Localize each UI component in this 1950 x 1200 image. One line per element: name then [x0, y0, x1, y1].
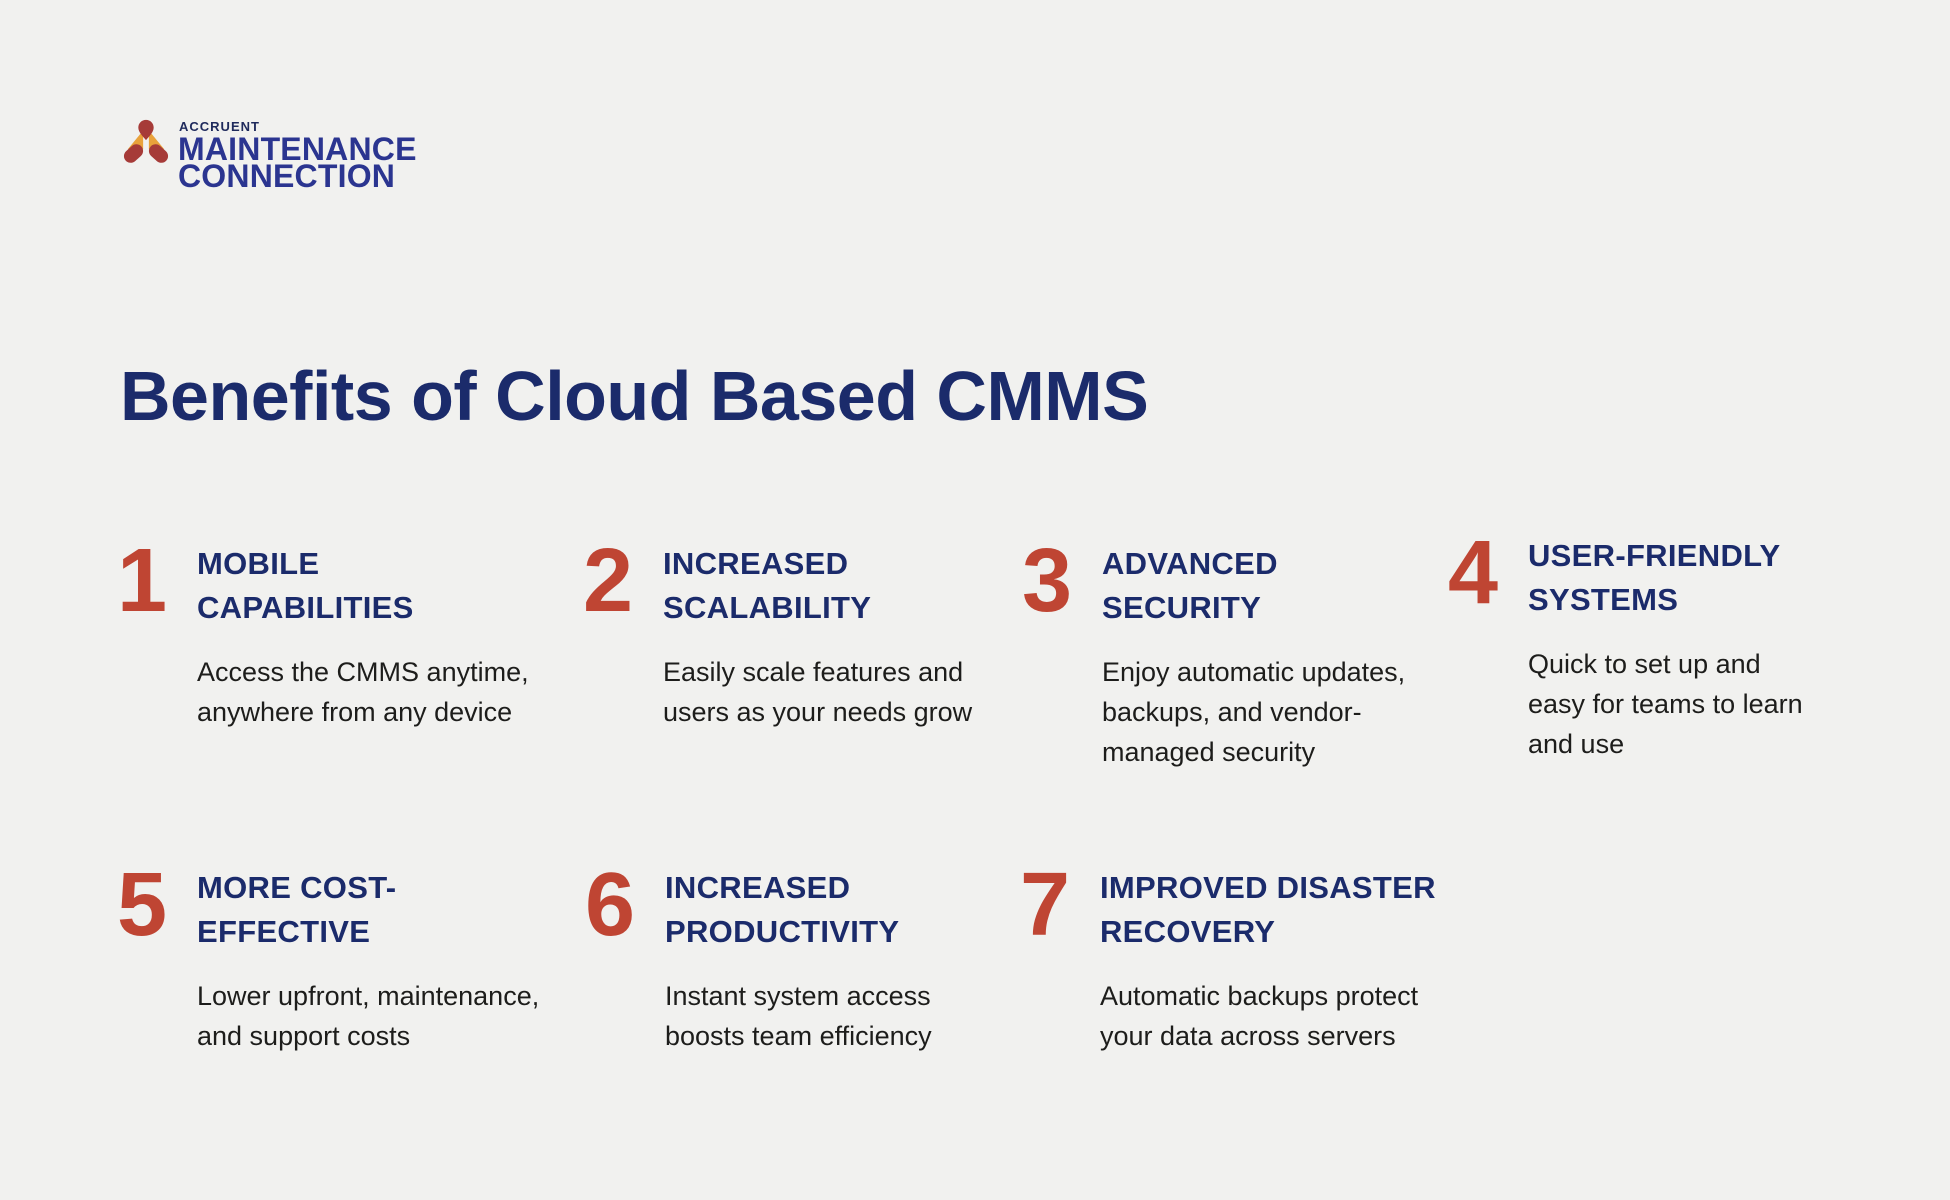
benefit-item-1: 1 MOBILE CAPABILITIES Access the CMMS an… — [117, 531, 529, 732]
benefit-heading-3: ADVANCED SECURITY — [1102, 546, 1278, 625]
benefit-number-4: 4 — [1448, 523, 1499, 623]
benefit-description-2: Easily scale features and users as your … — [663, 657, 973, 727]
logo-product-line1: MAINTENANCE — [178, 131, 417, 167]
benefit-description-6: Instant system access boosts team effici… — [665, 981, 932, 1051]
benefit-item-2: 2 INCREASED SCALABILITY Easily scale fea… — [583, 531, 973, 732]
benefit-description-7: Automatic backups protect your data acro… — [1100, 981, 1419, 1051]
benefit-number-5: 5 — [117, 855, 168, 955]
logo: ACCRUENT MAINTENANCE CONNECTION — [122, 113, 417, 194]
benefit-item-5: 5 MORE COST- EFFECTIVE Lower upfront, ma… — [117, 855, 540, 1056]
benefit-heading-6: INCREASED PRODUCTIVITY — [665, 870, 900, 949]
logo-product-line2: CONNECTION — [178, 158, 396, 194]
benefit-heading-1: MOBILE CAPABILITIES — [197, 546, 414, 625]
benefit-description-3: Enjoy automatic updates, backups, and ve… — [1102, 657, 1406, 767]
benefit-number-7: 7 — [1020, 855, 1071, 955]
benefit-number-2: 2 — [583, 531, 634, 631]
logo-brand-name: ACCRUENT — [179, 119, 260, 134]
benefit-item-3: 3 ADVANCED SECURITY Enjoy automatic upda… — [1022, 531, 1406, 772]
logo-text: ACCRUENT MAINTENANCE CONNECTION — [178, 113, 417, 194]
benefit-heading-2: INCREASED SCALABILITY — [663, 546, 872, 625]
benefit-heading-4: USER-FRIENDLY SYSTEMS — [1528, 538, 1781, 617]
benefit-number-1: 1 — [117, 531, 168, 631]
accruent-a-icon — [123, 119, 169, 163]
benefit-description-1: Access the CMMS anytime, anywhere from a… — [197, 657, 529, 727]
benefit-item-7: 7 IMPROVED DISASTER RECOVERY Automatic b… — [1020, 855, 1436, 1056]
benefit-item-6: 6 INCREASED PRODUCTIVITY Instant system … — [585, 855, 932, 1056]
benefit-description-5: Lower upfront, maintenance, and support … — [197, 981, 540, 1051]
benefit-description-4: Quick to set up and easy for teams to le… — [1528, 649, 1803, 759]
benefit-heading-5: MORE COST- EFFECTIVE — [197, 870, 397, 949]
benefit-heading-7: IMPROVED DISASTER RECOVERY — [1100, 870, 1436, 949]
benefit-item-4: 4 USER-FRIENDLY SYSTEMS Quick to set up … — [1448, 523, 1803, 764]
benefit-number-6: 6 — [585, 855, 636, 955]
benefit-number-3: 3 — [1022, 531, 1073, 631]
page-title: Benefits of Cloud Based CMMS — [120, 356, 1149, 435]
